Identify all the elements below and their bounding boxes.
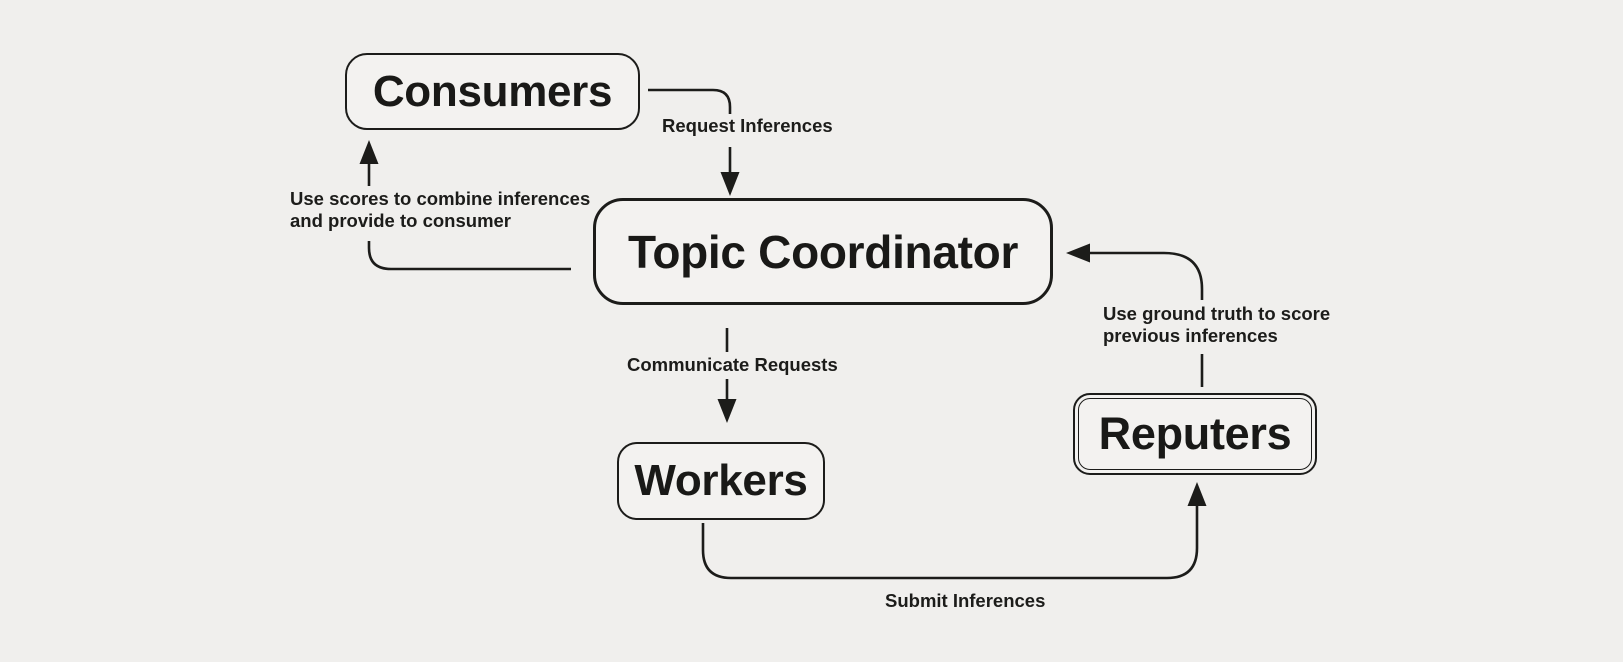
edge-label-use-scores: Use scores to combine inferences and pro… — [290, 188, 591, 231]
edge-consumers-to-coordinator — [648, 88, 740, 196]
connector-request-inferences-a — [648, 88, 732, 114]
arrowhead-up-icon — [1187, 482, 1207, 506]
edge-label-request-inferences: Request Inferences — [662, 115, 833, 136]
arrowhead-left-icon — [1066, 243, 1090, 263]
node-consumers: Consumers — [345, 53, 640, 130]
edge-coordinator-to-workers — [717, 328, 737, 423]
node-topic-coordinator-label: Topic Coordinator — [627, 225, 1019, 278]
edge-label-communicate-requests: Communicate Requests — [627, 354, 838, 375]
edge-label-use-ground-truth: Use ground truth to score previous infer… — [1103, 303, 1331, 346]
node-workers-label: Workers — [634, 456, 808, 505]
connector-submit-inferences — [701, 506, 1199, 580]
edge-workers-to-reputers — [701, 482, 1207, 580]
arrowhead-down-icon — [717, 399, 737, 423]
arrowhead-up-icon — [359, 140, 379, 164]
edge-reputers-to-coordinator — [1066, 243, 1204, 387]
connector-use-scores-a — [367, 241, 571, 271]
node-topic-coordinator: Topic Coordinator — [593, 198, 1053, 305]
node-workers: Workers — [617, 442, 825, 520]
node-reputers-label: Reputers — [1098, 408, 1292, 459]
arrowhead-down-icon — [720, 172, 740, 196]
node-reputers: Reputers — [1073, 393, 1317, 475]
edge-coordinator-to-consumers — [359, 140, 571, 271]
edge-label-submit-inferences: Submit Inferences — [885, 590, 1046, 611]
node-consumers-label: Consumers — [372, 66, 613, 116]
connector-ground-truth-b — [1090, 251, 1204, 300]
